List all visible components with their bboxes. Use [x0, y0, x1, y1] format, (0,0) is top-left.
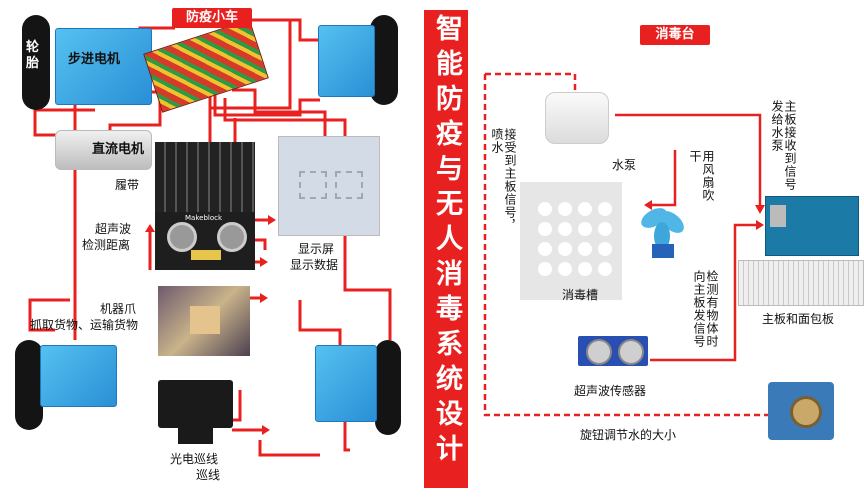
dc-motor	[55, 130, 152, 170]
brand-text: Makeblock	[185, 214, 223, 222]
dc-motor-label: 直流电机	[92, 142, 145, 157]
disinfection-tank	[520, 182, 622, 300]
breadboard	[738, 260, 864, 306]
title-banner: 智能防疫与无人消毒系统设计	[424, 10, 468, 488]
tire-bottom-right	[375, 340, 401, 435]
right-title: 消毒台	[640, 25, 710, 45]
disinfect-tank-label: 消毒槽	[562, 288, 599, 302]
ultrasonic-measure-label-1: 超声波	[95, 222, 132, 236]
display-label-1: 显示屏	[298, 242, 335, 256]
stepper-motor-label: 步进电机	[68, 52, 121, 67]
arduino-board	[765, 196, 859, 256]
ultrasonic-sensor-label: 超声波传感器	[574, 384, 647, 398]
banner-title: 智能防疫与无人消毒系统设计	[431, 14, 462, 469]
photoelectric-sensor	[158, 380, 233, 444]
knob-module	[768, 382, 834, 440]
ultrasonic-sensor	[578, 336, 648, 366]
stepper-motor-top-right	[318, 25, 375, 97]
stepper-motor-bottom-left	[40, 345, 117, 407]
tire-bottom-left	[15, 340, 43, 430]
claw-label-1: 机器爪	[100, 302, 137, 316]
track-label: 履带	[115, 178, 140, 192]
fan-dry-label: 用风扇吹干	[688, 150, 715, 202]
receive-signal-label: 接受到主板信号，喷水	[490, 128, 517, 232]
mainboard-label: 主板和面包板	[762, 312, 835, 326]
tire-top-left	[22, 15, 50, 110]
track	[155, 142, 255, 212]
detect-signal-label: 检测有物体时向主板发信号	[692, 270, 719, 348]
display-screen	[278, 136, 380, 236]
ultrasonic-module: Makeblock	[155, 212, 255, 270]
robot-claw-photo	[158, 286, 250, 356]
water-pump-label: 水泵	[612, 158, 637, 172]
photo-label-2: 巡线	[196, 468, 221, 482]
display-label-2: 显示数据	[290, 258, 339, 272]
water-pump	[545, 92, 609, 144]
fan-icon	[641, 208, 684, 258]
photo-label-1: 光电巡线	[170, 452, 219, 466]
board-receive-label: 主板接收到信号发给水泵	[770, 100, 797, 191]
left-title: 防疫小车	[172, 8, 252, 28]
stepper-motor-bottom-right	[315, 345, 377, 422]
knob-label: 旋钮调节水的大小	[580, 428, 677, 442]
claw-label-2: 抓取货物、运输货物	[30, 318, 139, 332]
ultrasonic-measure-label-2: 检测距离	[82, 238, 131, 252]
tire-label: 轮胎	[26, 40, 40, 71]
